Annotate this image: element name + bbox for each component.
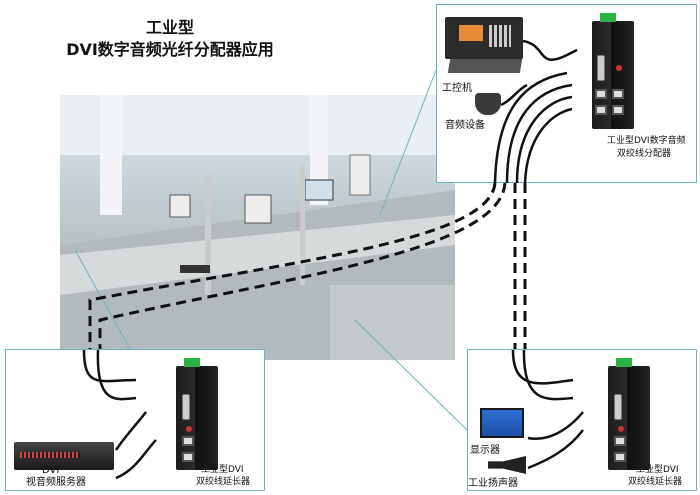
splitter-label-line2: 双绞线分配器 bbox=[617, 149, 672, 159]
audio-jack bbox=[616, 65, 622, 71]
extender-right-label-line1: 工业型DVI bbox=[636, 465, 679, 475]
rj45-port-1 bbox=[182, 436, 194, 446]
factory-production-line-photo bbox=[60, 95, 455, 360]
server-label-line2: 视音频服务器 bbox=[26, 477, 86, 488]
speaker-label: 工业扬声器 bbox=[468, 478, 518, 489]
monitor-label: 显示器 bbox=[470, 445, 500, 456]
rj45-port-3 bbox=[595, 105, 607, 115]
av-server-icon bbox=[14, 442, 114, 470]
splitter-panel: 工控机 音频设备 工业型DVI数字音频 双绞线分配器 bbox=[436, 4, 697, 184]
industrial-pc-icon bbox=[445, 17, 523, 59]
server-label-line1: DVI bbox=[42, 465, 60, 476]
extender-left-label-line1: 工业型DVI bbox=[201, 465, 244, 475]
power-terminal bbox=[184, 358, 200, 367]
server-cables bbox=[82, 350, 157, 480]
rj45-port-1 bbox=[595, 89, 607, 99]
callout-line-top bbox=[379, 59, 441, 216]
extender-right-label-line2: 双绞线延长器 bbox=[628, 477, 683, 487]
rj45-port-4 bbox=[612, 105, 624, 115]
callout-line-bottom-left bbox=[74, 249, 131, 350]
dashed-cable-run bbox=[88, 182, 527, 349]
diagram-title-line2: DVI数字音频光纤分配器应用 bbox=[66, 40, 274, 59]
dvi-port bbox=[597, 55, 605, 81]
rj45-port-2 bbox=[612, 89, 624, 99]
splitter-label-line1: 工业型DVI数字音频 bbox=[607, 136, 686, 146]
display-cables bbox=[511, 350, 584, 470]
power-terminal bbox=[616, 358, 632, 367]
rj45-port-2 bbox=[182, 452, 194, 462]
audio-device-label: 音频设备 bbox=[445, 120, 485, 131]
production-line-illustration bbox=[60, 95, 455, 360]
power-terminal bbox=[600, 13, 616, 22]
audio-device-icon bbox=[475, 93, 501, 115]
rj45-port-1 bbox=[614, 436, 626, 446]
ipc-label: 工控机 bbox=[442, 83, 472, 94]
dvi-port bbox=[614, 394, 622, 420]
extender-left-label-line2: 双绞线延长器 bbox=[196, 477, 251, 487]
diagram-title-line1: 工业型 bbox=[145, 18, 194, 37]
rj45-port-2 bbox=[614, 452, 626, 462]
server-extender-panel: DVI 视音频服务器 工业型DVI 双绞线延长器 bbox=[5, 349, 265, 491]
audio-jack bbox=[618, 426, 624, 432]
dvi-extender-device-right bbox=[608, 358, 650, 470]
monitor-icon bbox=[480, 408, 524, 438]
display-extender-panel: 显示器 工业扬声器 工业型DVI 双绞线延长器 bbox=[467, 349, 697, 491]
callout-line-bottom-right bbox=[354, 319, 468, 431]
splitter-cables bbox=[493, 39, 578, 184]
dvi-audio-splitter-device bbox=[592, 13, 634, 129]
dvi-extender-device-left bbox=[176, 358, 218, 470]
audio-jack bbox=[186, 426, 192, 432]
dvi-port bbox=[182, 394, 190, 420]
